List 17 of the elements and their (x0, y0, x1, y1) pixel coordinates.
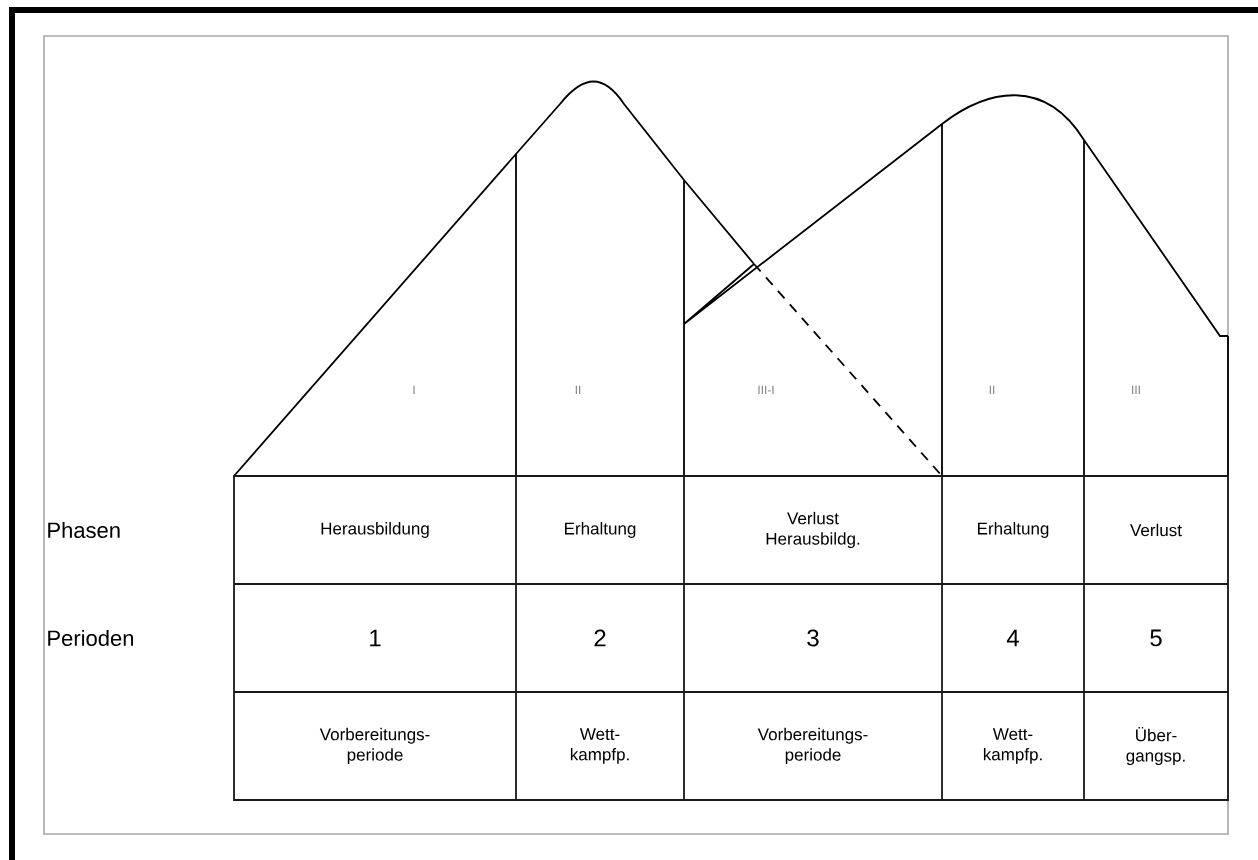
period-number: 4 (1006, 629, 1019, 647)
period-name: Vorbereitungs- periode (757, 727, 868, 765)
phase-label: Erhaltung (565, 522, 636, 538)
period-number: 5 (1150, 629, 1162, 647)
period-name: Vorbereitungs- periode (319, 727, 430, 765)
phase-label: Verlust Herausbildg. (766, 511, 860, 549)
period-number: 2 (594, 629, 606, 647)
row-heading: Phasen (48, 521, 120, 539)
period-number: 1 (370, 629, 381, 647)
period-name: Über- gangsp. (1126, 726, 1185, 766)
period-name: Wett- kampfp. (983, 728, 1042, 764)
period-number: 3 (807, 629, 819, 647)
phase-label: Erhaltung (978, 522, 1049, 538)
period-name: Wett- kampfp. (570, 728, 629, 764)
phase-label: Verlust (1130, 523, 1182, 537)
row-heading: Perioden (48, 629, 133, 647)
phase-label: Herausbildung (321, 522, 429, 538)
